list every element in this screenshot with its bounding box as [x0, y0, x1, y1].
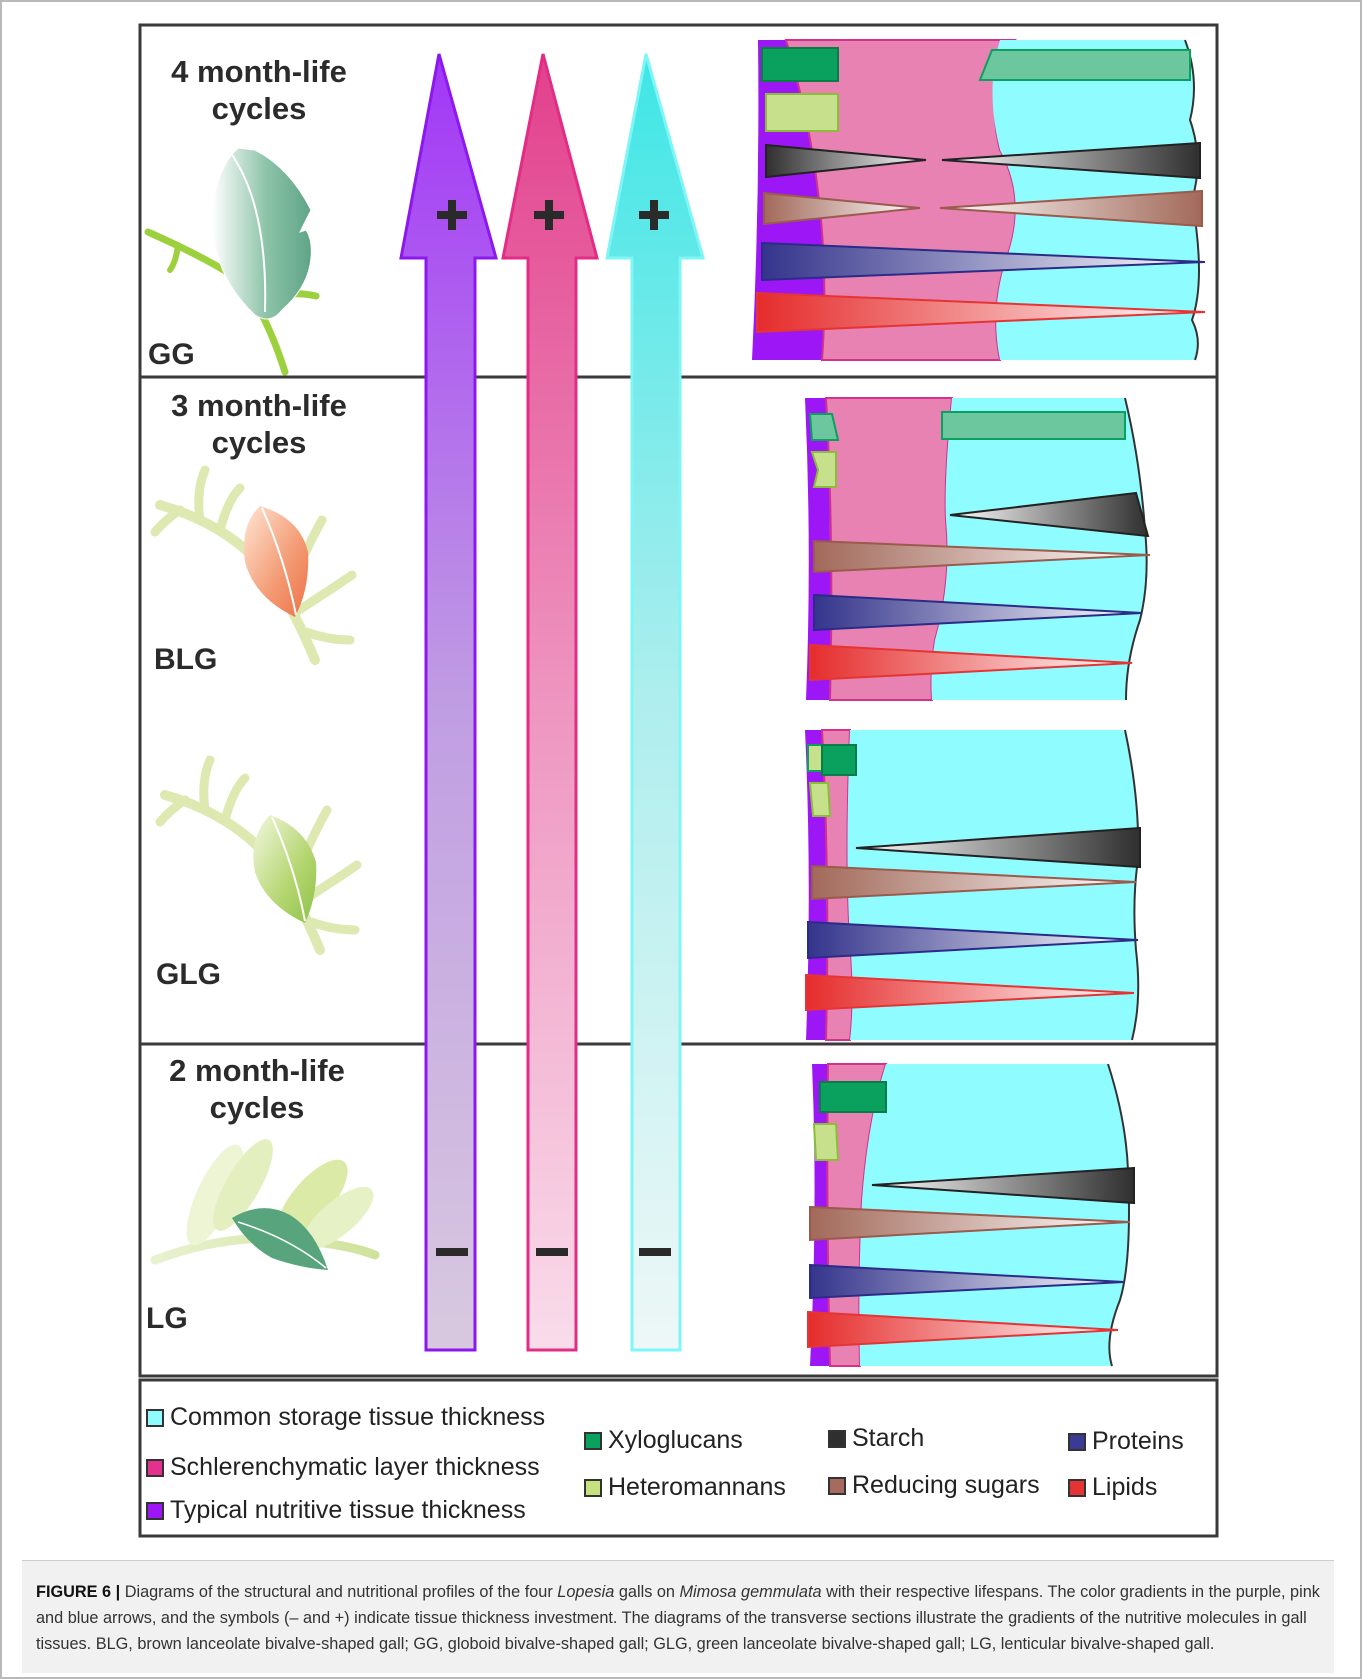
legend-swatch-starch [828, 1430, 846, 1448]
panel-3-month-title: 3 month-life cycles [148, 387, 370, 461]
gg-label: GG [148, 338, 195, 372]
caption-genus: Lopesia [557, 1583, 614, 1601]
legend-label: Starch [852, 1424, 924, 1453]
caption-species: Mimosa gemmulata [680, 1583, 822, 1601]
legend-xyloglucans: Xyloglucans [584, 1426, 743, 1455]
legend-label: Common storage tissue thickness [170, 1403, 545, 1432]
legend-starch: Starch [828, 1424, 924, 1453]
blg-section-diagram [805, 398, 1150, 700]
legend-label: Xyloglucans [608, 1426, 743, 1455]
legend-swatch-pink [146, 1459, 164, 1477]
legend-reducing-sugars: Reducing sugars [828, 1471, 1040, 1500]
gg-section-diagram [752, 40, 1205, 360]
legend-common-storage: Common storage tissue thickness [146, 1403, 545, 1432]
caption-text-1: Diagrams of the structural and nutrition… [120, 1583, 557, 1601]
figure-caption: FIGURE 6 | Diagrams of the structural an… [22, 1560, 1334, 1673]
legend-label: Typical nutritive tissue thickness [170, 1496, 526, 1525]
lg-section-diagram [808, 1064, 1134, 1366]
legend-label: Schlerenchymatic layer thickness [170, 1453, 540, 1482]
legend-label: Heteromannans [608, 1473, 786, 1502]
legend-swatch-proteins [1068, 1433, 1086, 1451]
storage-tissue-arrow [607, 54, 703, 1350]
legend-proteins: Proteins [1068, 1427, 1184, 1456]
legend-swatch-purple [146, 1502, 164, 1520]
legend-heteromannans: Heteromannans [584, 1473, 786, 1502]
nutritive-tissue-arrow [401, 54, 496, 1350]
legend-swatch-xyloglucans [584, 1432, 602, 1450]
lg-label: LG [146, 1302, 188, 1336]
panel-4-month-title: 4 month-life cycles [148, 53, 370, 127]
glg-gall-illustration [160, 760, 357, 950]
legend-swatch-cyan [146, 1409, 164, 1427]
glg-section-diagram [805, 730, 1140, 1040]
legend-label: Lipids [1092, 1473, 1157, 1502]
legend-sclerenchyma: Schlerenchymatic layer thickness [146, 1453, 540, 1482]
legend-swatch-lipids [1068, 1479, 1086, 1497]
sclerenchyma-layer-arrow [503, 54, 597, 1350]
legend-swatch-heteromannans [584, 1479, 602, 1497]
glg-label: GLG [156, 958, 221, 992]
caption-label: FIGURE 6 | [36, 1583, 120, 1601]
legend-label: Reducing sugars [852, 1471, 1040, 1500]
lg-gall-illustration [155, 1131, 383, 1270]
panel-2-month-title: 2 month-life cycles [146, 1052, 368, 1126]
caption-text-2: galls on [614, 1583, 679, 1601]
legend-nutritive: Typical nutritive tissue thickness [146, 1496, 526, 1525]
legend-swatch-reducing-sugars [828, 1477, 846, 1495]
blg-gall-illustration [155, 470, 352, 660]
legend-label: Proteins [1092, 1427, 1184, 1456]
blg-label: BLG [154, 643, 217, 677]
figure-diagram [0, 0, 1362, 1560]
legend-lipids: Lipids [1068, 1473, 1157, 1502]
